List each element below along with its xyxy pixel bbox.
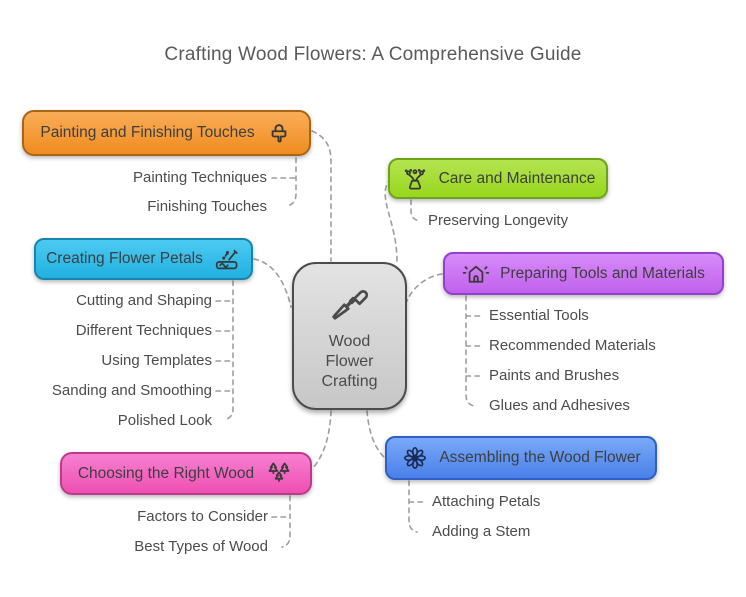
paintbrush-icon bbox=[265, 119, 293, 147]
node-care-and-maintenance[interactable]: Care and Maintenance bbox=[388, 158, 608, 199]
pine-trees-icon bbox=[264, 459, 294, 489]
diagram-title: Crafting Wood Flowers: A Comprehensive G… bbox=[164, 44, 582, 65]
flower-vase-icon bbox=[401, 165, 429, 193]
connector-assembling-children bbox=[408, 480, 427, 533]
connector-center-tools bbox=[406, 273, 443, 302]
node-label: Assembling the Wood Flower bbox=[439, 449, 641, 466]
topic-sanding-and-smoothing[interactable]: Sanding and Smoothing bbox=[51, 382, 212, 399]
node-creating-flower-petals[interactable]: Creating Flower Petals bbox=[34, 238, 253, 280]
connector-center-assembling bbox=[366, 410, 385, 458]
wood-carving-icon bbox=[213, 245, 241, 273]
topic-using-templates[interactable]: Using Templates bbox=[101, 352, 212, 369]
carving-knife-icon bbox=[327, 280, 373, 326]
node-preparing-tools-and-materials[interactable]: Preparing Tools and Materials bbox=[443, 252, 724, 295]
node-label: Wood Flower Crafting bbox=[321, 333, 378, 390]
topic-different-techniques[interactable]: Different Techniques bbox=[75, 322, 212, 339]
node-choosing-the-right-wood[interactable]: Choosing the Right Wood bbox=[60, 452, 312, 495]
node-assembling-the-wood-flower[interactable]: Assembling the Wood Flower bbox=[385, 436, 657, 480]
connector-painting-children bbox=[271, 157, 297, 207]
topic-finishing-touches[interactable]: Finishing Touches bbox=[147, 198, 267, 215]
node-label: Creating Flower Petals bbox=[46, 250, 203, 267]
topic-essential-tools[interactable]: Essential Tools bbox=[489, 307, 589, 324]
node-label: Preparing Tools and Materials bbox=[500, 264, 705, 282]
topic-adding-a-stem[interactable]: Adding a Stem bbox=[432, 523, 531, 540]
topic-paints-and-brushes[interactable]: Paints and Brushes bbox=[489, 367, 620, 384]
topic-painting-techniques[interactable]: Painting Techniques bbox=[133, 169, 267, 186]
connector-petals-children bbox=[215, 280, 234, 421]
connector-center-care bbox=[384, 180, 398, 262]
topic-polished-look[interactable]: Polished Look bbox=[117, 412, 212, 429]
connector-center-petals bbox=[253, 258, 292, 308]
node-label: Choosing the Right Wood bbox=[77, 464, 255, 482]
connector-center-painting bbox=[311, 130, 332, 262]
connector-center-wood bbox=[312, 410, 332, 469]
node-painting-and-finishing-touches[interactable]: Painting and Finishing Touches bbox=[22, 110, 311, 156]
topic-recommended-materials[interactable]: Recommended Materials bbox=[489, 337, 656, 354]
dahlia-flower-icon bbox=[401, 444, 429, 472]
node-center-wood-flower-crafting[interactable]: Wood Flower Crafting bbox=[292, 262, 407, 410]
topic-preserving-longevity[interactable]: Preserving Longevity bbox=[428, 212, 569, 229]
node-label: Painting and Finishing Touches bbox=[40, 124, 255, 141]
topic-factors-to-consider[interactable]: Factors to Consider bbox=[137, 508, 268, 525]
node-label: Care and Maintenance bbox=[438, 169, 596, 187]
connector-wood-children bbox=[271, 495, 291, 548]
connector-tools-children bbox=[465, 295, 484, 407]
topic-glues-and-adhesives[interactable]: Glues and Adhesives bbox=[489, 397, 630, 414]
home-sparkle-icon bbox=[462, 260, 490, 288]
connector-care-children bbox=[410, 199, 420, 222]
topic-cutting-and-shaping[interactable]: Cutting and Shaping bbox=[76, 292, 212, 309]
topic-attaching-petals[interactable]: Attaching Petals bbox=[432, 493, 541, 510]
topic-best-types-of-wood[interactable]: Best Types of Wood bbox=[134, 538, 268, 555]
